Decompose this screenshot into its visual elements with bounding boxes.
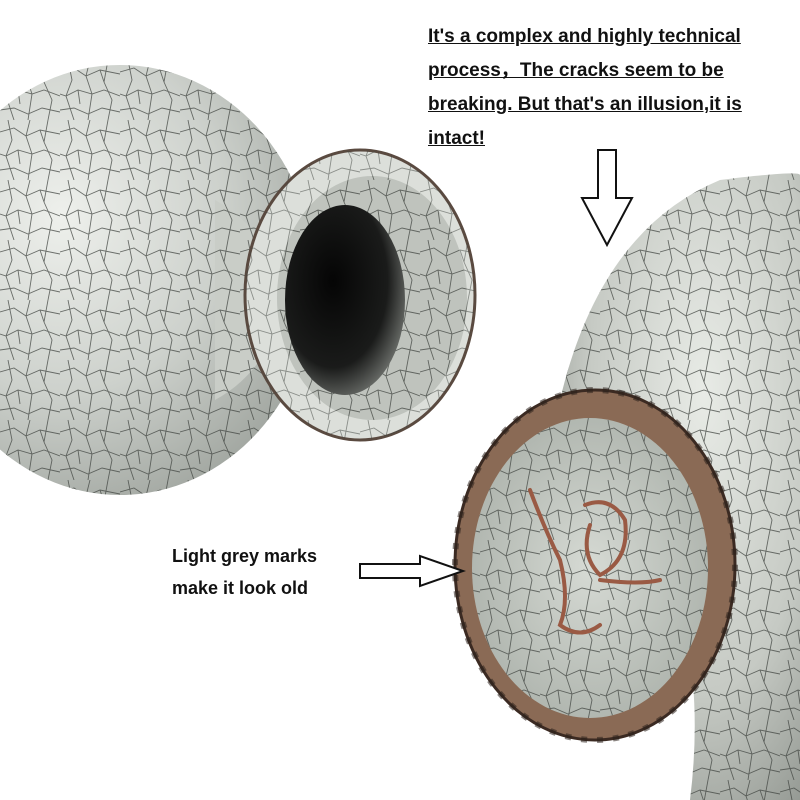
side-caption: Light grey marks make it look old	[172, 540, 372, 604]
top-caption-line: It's a complex and highly technical	[428, 26, 741, 47]
top-caption-line: process，The cracks seem to be	[428, 60, 724, 81]
left-vase	[0, 65, 477, 495]
down-arrow-icon	[580, 149, 634, 248]
side-caption-line: make it look old	[172, 578, 309, 598]
right-arrow-icon	[359, 554, 467, 588]
side-caption-line: Light grey marks	[172, 546, 318, 566]
right-vase	[452, 173, 800, 800]
top-caption: It's a complex and highly technical proc…	[428, 20, 778, 156]
top-caption-line: breaking. But that's an illusion,it is	[428, 94, 742, 115]
makers-mark	[528, 488, 662, 635]
top-caption-line: intact!	[428, 128, 485, 149]
